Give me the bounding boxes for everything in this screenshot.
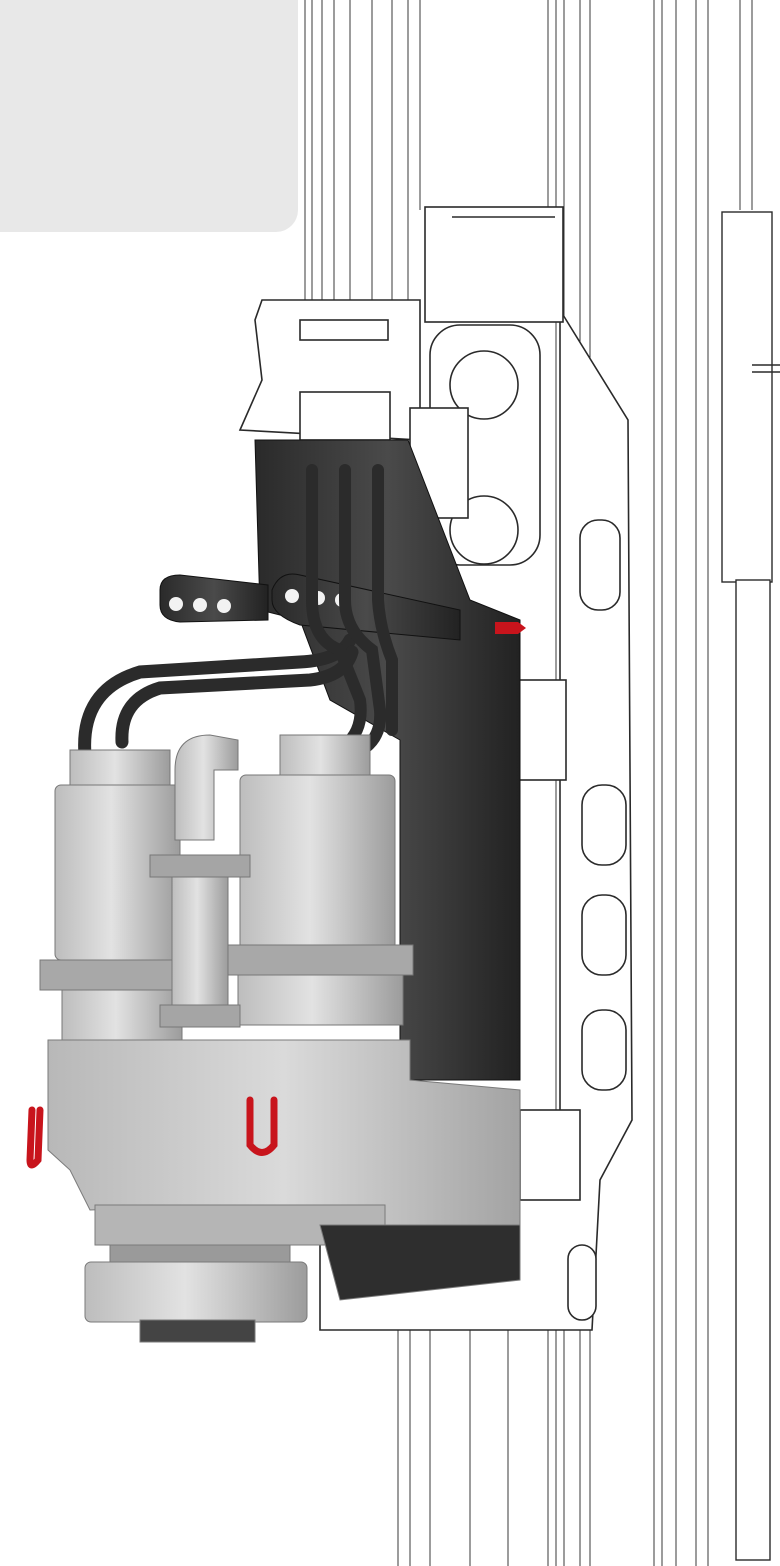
- center-pipe: [149, 734, 251, 1028]
- left-motor: [39, 749, 191, 1041]
- red-marker: [495, 622, 526, 634]
- hydraulic-hoses: [78, 464, 398, 762]
- gearbox-body: [47, 1039, 521, 1343]
- corner-overlay-panel: [0, 0, 298, 232]
- red-shackles: [26, 1096, 278, 1169]
- upper-frame: [238, 206, 581, 1201]
- right-motor: [227, 734, 414, 1026]
- right-rail: [721, 211, 780, 1561]
